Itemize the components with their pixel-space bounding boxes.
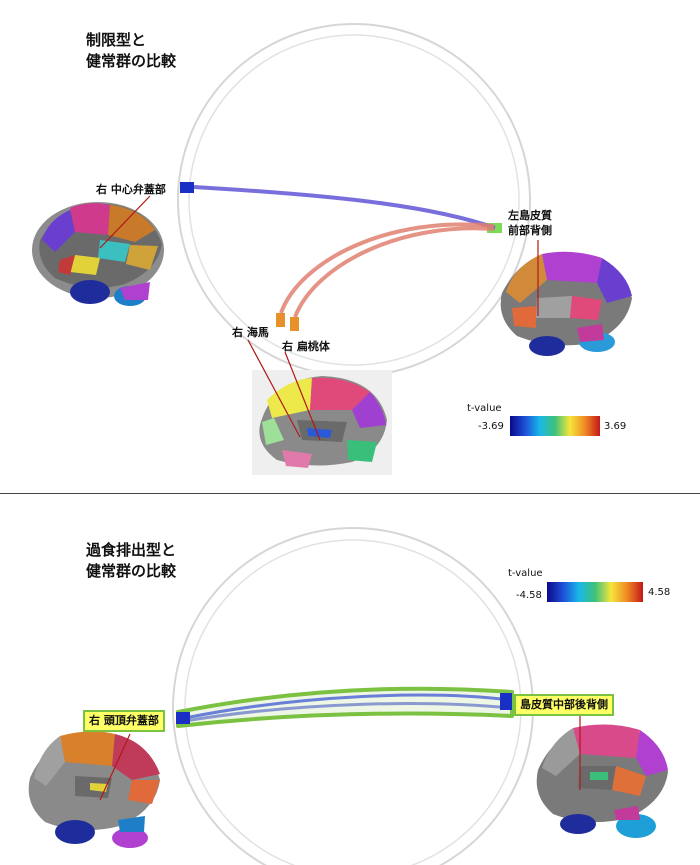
panel1-brain-center	[252, 370, 392, 475]
panel1-brain-right	[500, 251, 632, 356]
colorbar1	[510, 416, 600, 436]
connection-hippocampus-insula	[279, 222, 495, 314]
node-r-amygdala	[290, 317, 299, 331]
colorbar1-max: 3.69	[604, 421, 627, 432]
colorbar2-title: t-value	[508, 568, 543, 579]
leader-parietal-operculum	[99, 733, 131, 801]
leader-hippocampus	[247, 339, 301, 438]
connection-amygdala-insula	[293, 226, 495, 318]
connection-parietal-operculum-insula-1	[184, 693, 511, 720]
colorbar1-title: t-value	[467, 403, 502, 414]
panel2-brain-left	[28, 731, 160, 848]
panel2-title: 過食排出型と 健常群の比較	[86, 541, 177, 580]
connection-central-operculum-insula	[193, 185, 496, 230]
leader-amygdala	[284, 351, 321, 441]
panel1-brain-left	[32, 202, 164, 306]
panel-divider	[0, 493, 700, 494]
label-r-central-operculum: 右 中心弁蓋部	[96, 183, 166, 196]
node-r-parietal-operculum	[176, 712, 190, 724]
panel2-brain-right	[536, 724, 668, 838]
node-r-hippocampus	[276, 313, 285, 327]
label-r-parietal-operculum: 右 頭頂弁蓋部	[83, 710, 165, 732]
node-r-central-operculum	[180, 182, 194, 193]
leader-central-operculum	[99, 195, 151, 249]
label-r-amygdala: 右 扁桃体	[282, 340, 330, 353]
label-insula-mid-posterior-dorsal: 島皮質中部後背側	[514, 694, 614, 716]
colorbar2	[547, 582, 643, 602]
node-insula-mid-posterior	[500, 693, 512, 710]
colorbar1-min: -3.69	[478, 421, 504, 432]
label-r-hippocampus: 右 海馬	[232, 326, 269, 339]
connection-parietal-operculum-insula-2	[184, 702, 511, 723]
panel1-ring-inner	[188, 34, 520, 366]
colorbar2-min: -4.58	[516, 590, 542, 601]
label-l-insula-anterior-dorsal: 左島皮質 前部背側	[508, 209, 552, 237]
panel1-title: 制限型と 健常群の比較	[86, 31, 177, 70]
colorbar2-max: 4.58	[648, 587, 671, 598]
panel2-highlight-band	[176, 686, 514, 728]
